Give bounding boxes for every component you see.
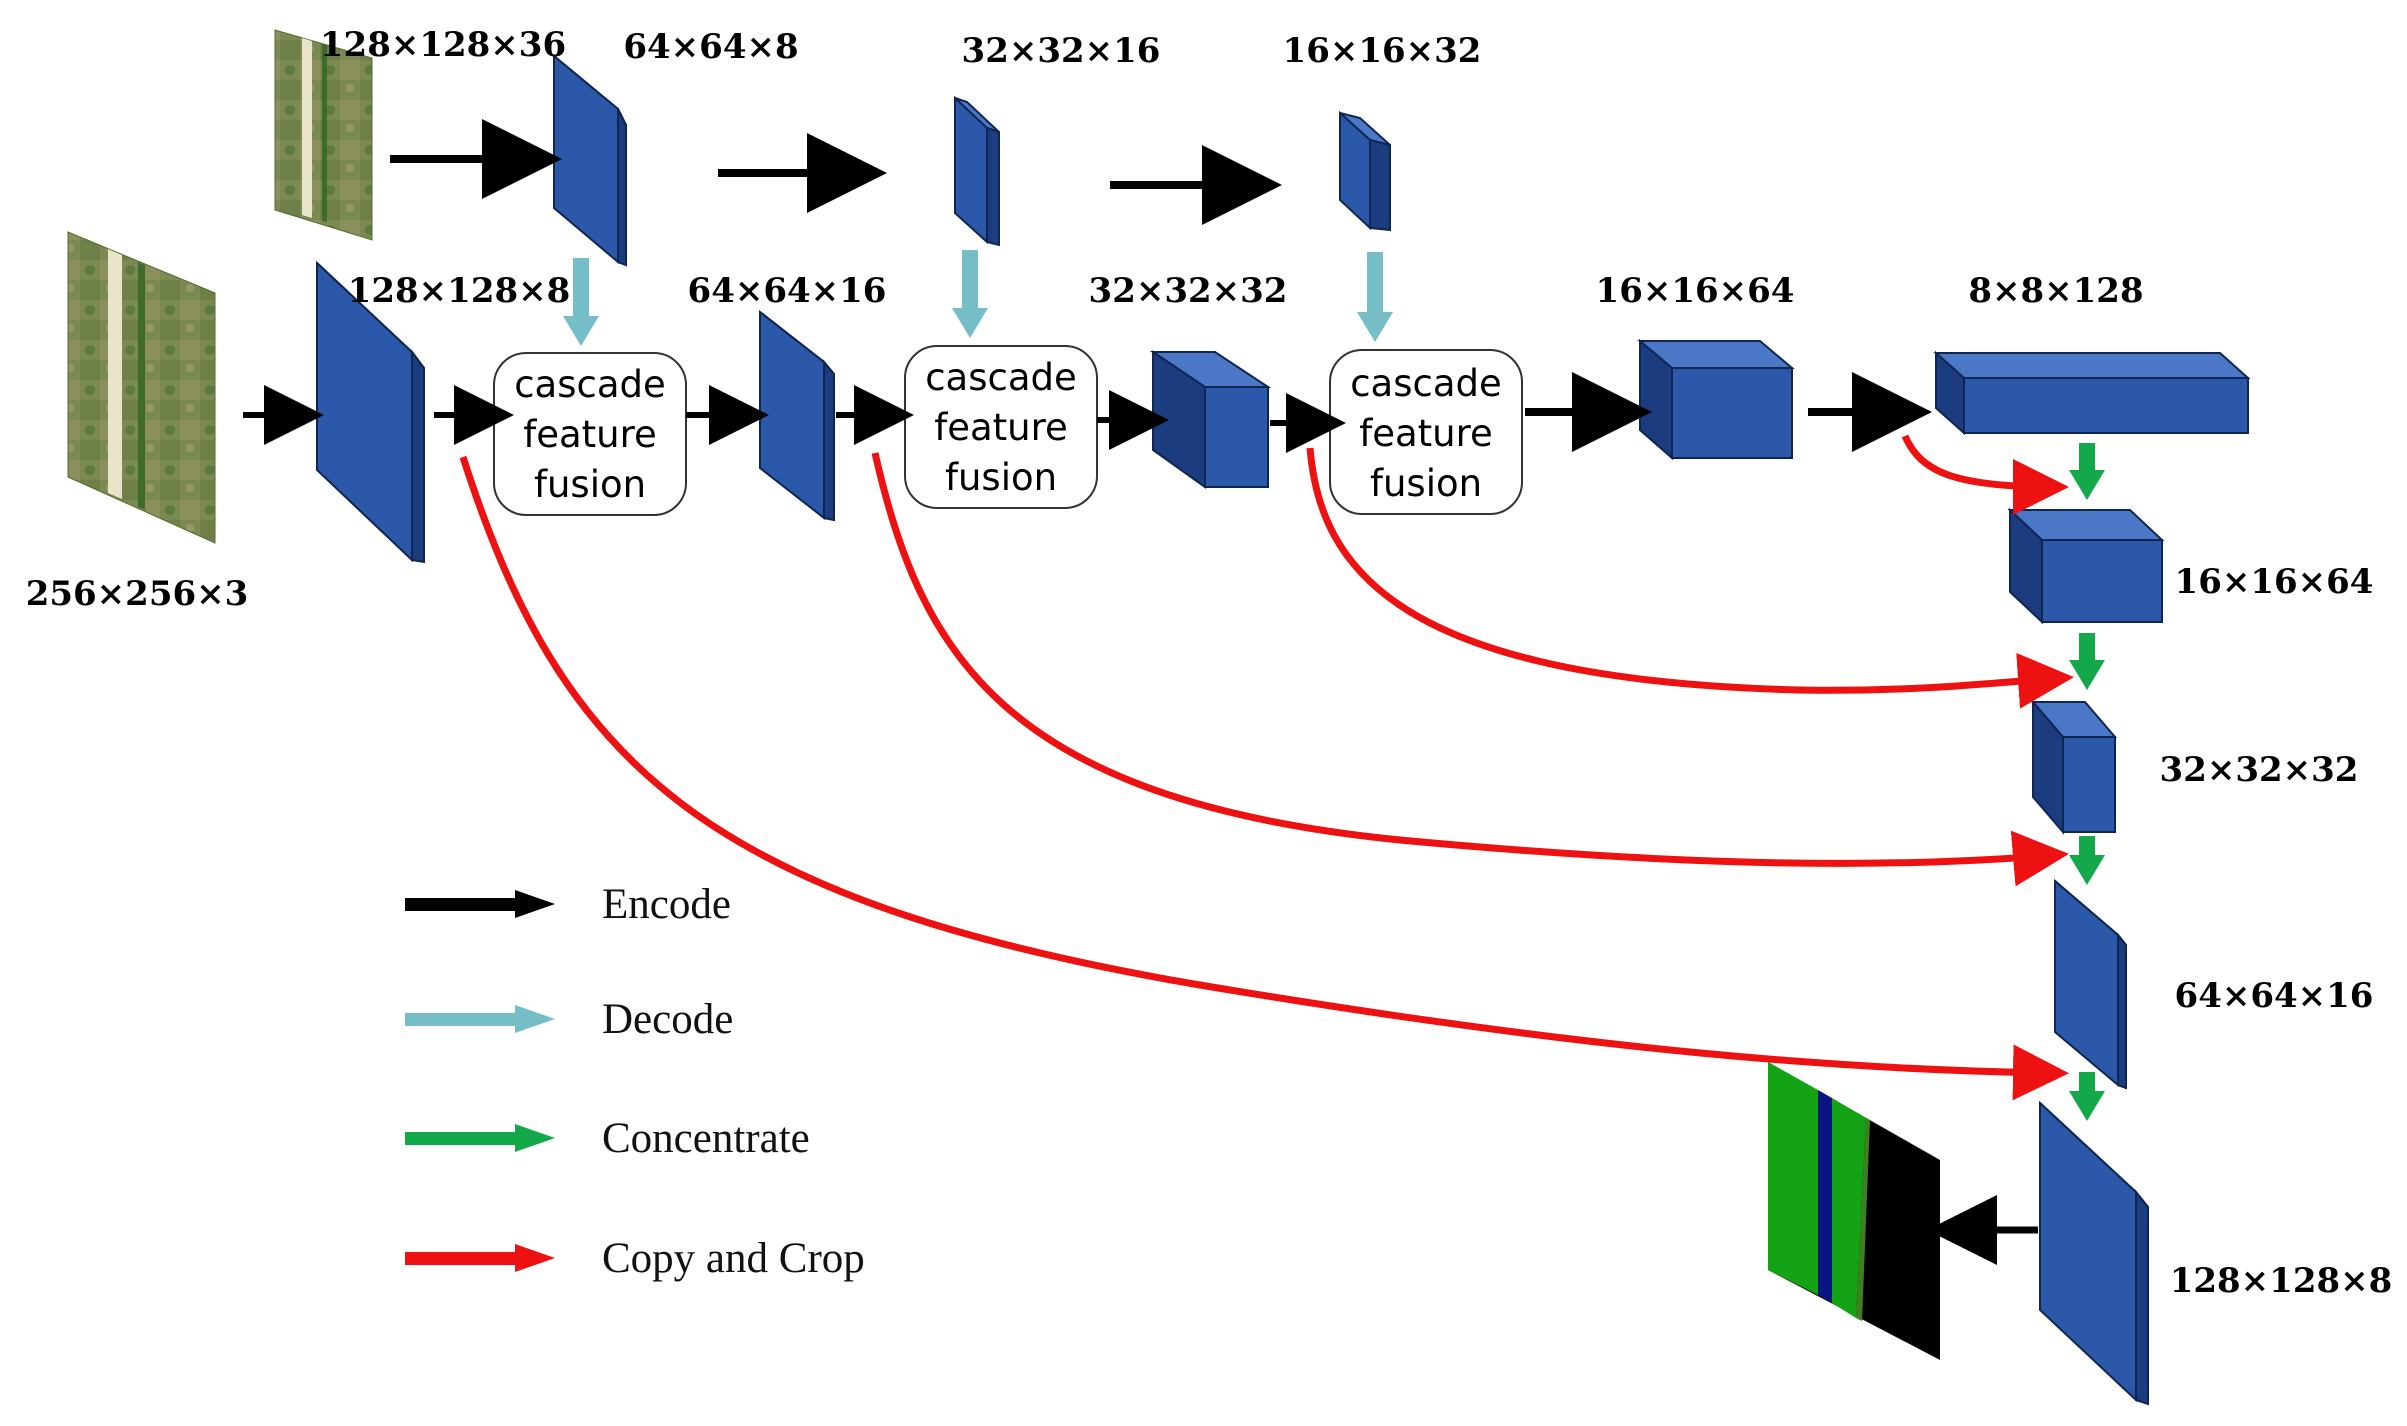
decoder-block-16x16x64 — [2007, 507, 2165, 625]
label-top-3: 16×16×32 — [1283, 31, 1482, 71]
decoder-block-32x32x32 — [2030, 699, 2118, 835]
fusion-box-3-line2: feature — [1359, 412, 1493, 455]
copy-crop-arrow-4 — [459, 455, 2069, 1101]
label-dec-2: 32×32×32 — [2160, 750, 2359, 790]
fusion-box-3-line1: cascade — [1350, 362, 1502, 405]
label-input-small: 128×128×36 — [320, 25, 566, 65]
label-dec-3: 64×64×16 — [2175, 976, 2374, 1016]
label-mid-3: 32×32×32 — [1089, 271, 1288, 311]
legend-item-concentrate: Concentrate — [405, 1115, 810, 1162]
copy-crop-arrows — [459, 434, 2074, 1101]
fusion-box-1-line3: fusion — [534, 463, 646, 506]
encode-arrows — [243, 119, 2038, 1265]
decoder-block-128x128x8 — [2039, 1100, 2149, 1406]
feature-block-top-16x16x32 — [1339, 110, 1391, 232]
legend-label-concentrate: Concentrate — [602, 1115, 810, 1162]
legend-item-encode: Encode — [405, 881, 731, 928]
cascade-feature-fusion-box-1: cascade feature fusion — [493, 352, 687, 516]
feature-block-128x128x8 — [316, 260, 425, 564]
legend-label-encode: Encode — [602, 881, 731, 928]
label-top-1: 64×64×8 — [623, 27, 798, 67]
fusion-box-2-line2: feature — [934, 406, 1068, 449]
label-mid-2: 64×64×16 — [688, 271, 887, 311]
label-top-2: 32×32×16 — [962, 31, 1161, 71]
feature-block-top-32x32x16 — [954, 95, 1000, 247]
decode-arrow-1 — [563, 258, 599, 346]
fusion-box-1-line1: cascade — [514, 363, 666, 406]
label-mid-5: 8×8×128 — [1968, 271, 2143, 311]
copy-crop-arrow-2 — [1306, 447, 2074, 709]
concentrate-arrow-3 — [2069, 836, 2105, 885]
cascade-feature-fusion-box-2: cascade feature fusion — [904, 345, 1098, 509]
fusion-box-3-line3: fusion — [1370, 462, 1482, 505]
concentrate-arrows — [2069, 443, 2105, 1121]
output-segmentation-map — [1768, 1062, 1940, 1360]
label-input-large: 256×256×3 — [26, 574, 249, 614]
decode-arrow-3 — [1357, 252, 1393, 342]
input-image-small — [274, 29, 373, 241]
label-dec-4: 128×128×8 — [2170, 1261, 2393, 1301]
label-mid-1: 128×128×8 — [348, 271, 571, 311]
decode-arrow-2 — [952, 250, 988, 338]
concentrate-arrow-2 — [2069, 633, 2105, 690]
fusion-box-2-line3: fusion — [945, 456, 1057, 499]
feature-block-8x8x128 — [1933, 350, 2251, 436]
feature-block-top-64x64x8 — [553, 53, 627, 267]
legend-item-decode: Decode — [405, 996, 733, 1043]
concentrate-arrow-4 — [2069, 1072, 2105, 1121]
legend-item-copy-crop: Copy and Crop — [405, 1235, 865, 1282]
legend-label-decode: Decode — [602, 996, 733, 1043]
legend: Encode Decode Concentrate Copy and Crop — [405, 881, 865, 1282]
legend-label-copy-crop: Copy and Crop — [602, 1235, 865, 1282]
decoder-block-64x64x16 — [2054, 878, 2127, 1090]
label-mid-4: 16×16×64 — [1596, 271, 1795, 311]
decode-arrows — [563, 250, 1393, 346]
cascade-feature-fusion-box-3: cascade feature fusion — [1329, 349, 1523, 515]
copy-crop-arrow-1 — [1901, 434, 2069, 515]
concentrate-arrow-1 — [2069, 443, 2105, 500]
feature-block-16x16x64 — [1637, 338, 1795, 461]
copy-crop-arrow-3 — [871, 452, 2069, 887]
input-image-large — [67, 231, 216, 544]
fusion-box-1-line2: feature — [523, 413, 657, 456]
feature-block-64x64x16 — [759, 309, 835, 522]
label-dec-1: 16×16×64 — [2175, 562, 2374, 602]
feature-block-32x32x32 — [1149, 350, 1272, 489]
fusion-box-2-line1: cascade — [925, 356, 1077, 399]
